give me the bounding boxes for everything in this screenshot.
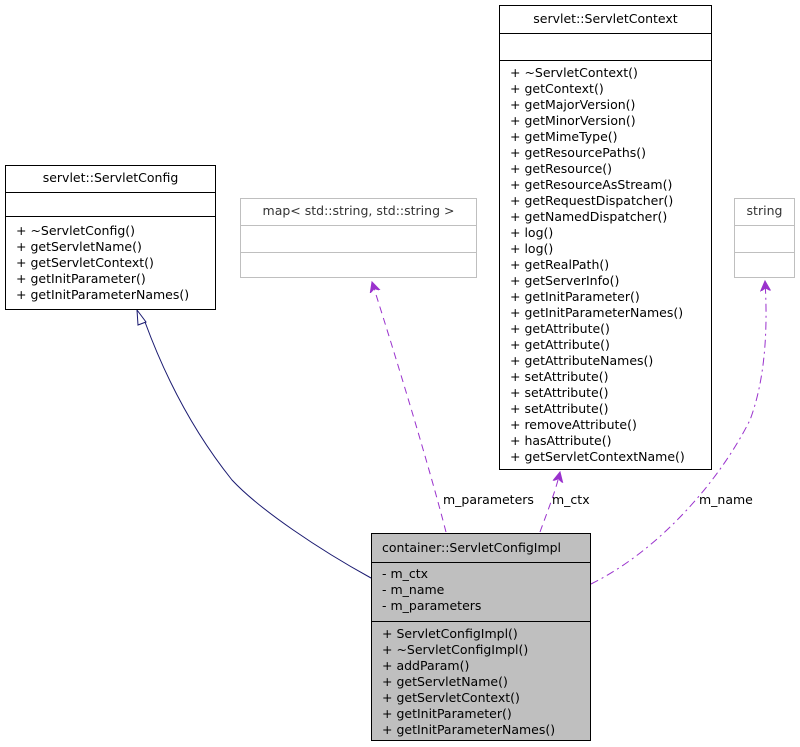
method: + getInitParameterNames() xyxy=(382,722,556,737)
class-title: string xyxy=(746,203,783,218)
method: + getServletContext() xyxy=(382,690,520,705)
method: + log() xyxy=(510,241,554,256)
method: + getServletContext() xyxy=(16,255,154,270)
method: + getContext() xyxy=(510,81,604,96)
attributes-section: - m_ctx - m_name - m_parameters xyxy=(372,562,590,621)
method: + getAttributeNames() xyxy=(510,353,654,368)
method: + getAttribute() xyxy=(510,337,610,352)
method: + getServletContextName() xyxy=(510,449,685,464)
method: + getMinorVersion() xyxy=(510,113,636,128)
method: + removeAttribute() xyxy=(510,417,637,432)
attributes-section xyxy=(735,225,794,252)
attribute: - m_ctx xyxy=(382,566,429,581)
method: + log() xyxy=(510,225,554,240)
inheritance-edge xyxy=(144,321,372,579)
class-title: map< std::string, std::string > xyxy=(262,203,455,218)
method: + getServletName() xyxy=(382,674,508,689)
method: + getResource() xyxy=(510,161,613,176)
method: + getResourcePaths() xyxy=(510,145,647,160)
attribute: - m_name xyxy=(382,582,445,597)
methods-section: + ~ServletConfig() + getServletName() + … xyxy=(6,216,215,303)
usage-edge-m-name xyxy=(590,281,766,585)
method: + addParam() xyxy=(382,658,470,673)
class-title: container::ServletConfigImpl xyxy=(382,540,562,555)
attributes-section xyxy=(241,225,476,252)
method: + getServerInfo() xyxy=(510,273,620,288)
method: + getInitParameter() xyxy=(510,289,640,304)
class-map[interactable]: map< std::string, std::string > xyxy=(240,198,477,278)
method: + setAttribute() xyxy=(510,385,609,400)
method: + setAttribute() xyxy=(510,369,609,384)
class-servlet-config-impl[interactable]: container::ServletConfigImpl - m_ctx - m… xyxy=(371,533,591,741)
method: + ServletConfigImpl() xyxy=(382,626,518,641)
usage-edge-m-parameters xyxy=(372,282,447,533)
attributes-section xyxy=(500,33,711,60)
edge-label-m-parameters: m_parameters xyxy=(443,492,534,507)
methods-section xyxy=(735,252,794,278)
class-servlet-context[interactable]: servlet::ServletContext + ~ServletContex… xyxy=(499,5,712,470)
method: + getMimeType() xyxy=(510,129,618,144)
edge-label-m-ctx: m_ctx xyxy=(552,492,590,507)
method: + getRequestDispatcher() xyxy=(510,193,674,208)
method: + hasAttribute() xyxy=(510,433,612,448)
class-servlet-config[interactable]: servlet::ServletConfig + ~ServletConfig(… xyxy=(5,165,216,310)
method: + getInitParameter() xyxy=(382,706,512,721)
method: + getInitParameterNames() xyxy=(16,287,190,302)
method: + getMajorVersion() xyxy=(510,97,636,112)
methods-section: + ~ServletContext() + getContext() + get… xyxy=(500,60,711,465)
method: + getInitParameterNames() xyxy=(510,305,684,320)
method: + getRealPath() xyxy=(510,257,610,272)
method: + getResourceAsStream() xyxy=(510,177,673,192)
method: + getNamedDispatcher() xyxy=(510,209,668,224)
class-title: servlet::ServletConfig xyxy=(42,170,179,185)
class-string[interactable]: string xyxy=(734,198,795,278)
inheritance-arrowhead xyxy=(136,308,147,326)
methods-section xyxy=(241,252,476,278)
edge-label-m-name: m_name xyxy=(699,492,753,507)
attribute: - m_parameters xyxy=(382,598,482,613)
attributes-section xyxy=(6,192,215,216)
method: + ~ServletConfig() xyxy=(16,223,136,238)
method: + setAttribute() xyxy=(510,401,609,416)
method: + getInitParameter() xyxy=(16,271,146,286)
methods-section: + ServletConfigImpl() + ~ServletConfigIm… xyxy=(372,621,590,738)
method: + getServletName() xyxy=(16,239,142,254)
method: + getAttribute() xyxy=(510,321,610,336)
method: + ~ServletConfigImpl() xyxy=(382,642,529,657)
usage-edge-m-ctx xyxy=(539,472,560,533)
class-title: servlet::ServletContext xyxy=(533,11,678,26)
method: + ~ServletContext() xyxy=(510,65,638,80)
